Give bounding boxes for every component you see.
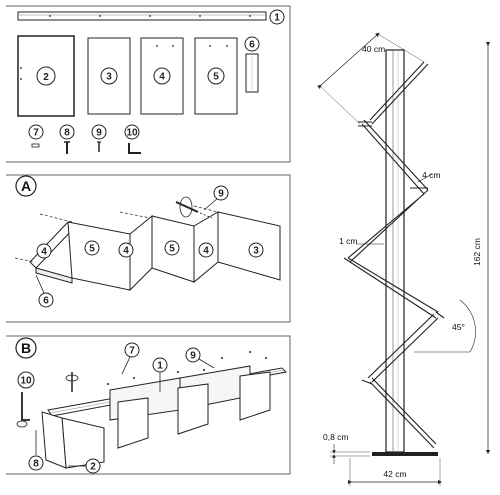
dim-width: 42 cm: [347, 458, 443, 486]
part-8-screw: 8: [59, 124, 75, 154]
dim-width-label: 42 cm: [383, 469, 406, 479]
part-2-back-panel: 2: [17, 35, 75, 117]
step-b-assembly: [41, 365, 288, 469]
dim-shelf-length: 40 cm: [317, 32, 425, 125]
zigzag-shelves: [343, 61, 445, 449]
part-10-allen-key: 10: [124, 124, 141, 154]
step-a-callout-6: 6: [35, 274, 54, 308]
part-7-number: 7: [33, 128, 39, 139]
part-3-shelf-panel: 3: [87, 37, 131, 115]
step-b-callout-9-number: 9: [190, 351, 196, 362]
step-b-callout-10-number: 10: [20, 376, 32, 387]
dim-shelf-length-label: 40 cm: [362, 44, 385, 54]
step-a-panel: A 4 5 4 5 4 3: [6, 174, 291, 323]
dimension-drawing: 40 cm 4 cm 1 cm 162 cm 45°: [317, 32, 491, 486]
part-7-dowel: 7: [28, 124, 44, 148]
parts-list-panel: 1 2 3 4 5: [6, 5, 291, 163]
dim-gap: 1 cm: [339, 236, 384, 246]
part-9-number: 9: [96, 128, 102, 139]
step-b-callout-7: 7: [121, 342, 140, 375]
part-3-number: 3: [106, 72, 112, 83]
base-plate: [372, 452, 438, 456]
step-b-callout-10: 10: [16, 371, 35, 428]
dim-gap-label: 1 cm: [339, 236, 357, 246]
step-b-panel: B 10: [6, 335, 291, 475]
step-b-callout-1: 1: [152, 357, 168, 392]
dim-angle: 45°: [414, 299, 476, 353]
step-a-callout-9-number: 9: [218, 189, 224, 200]
dim-height: 162 cm: [472, 41, 491, 455]
part-2-number: 2: [43, 72, 49, 83]
step-b-badge: [15, 337, 37, 359]
part-5-number: 5: [213, 72, 219, 83]
dim-angle-label: 45°: [452, 322, 465, 332]
part-1-long-bar: 1: [17, 9, 285, 25]
step-b-callout-2: 2: [68, 458, 101, 474]
part-4-number: 4: [159, 72, 165, 83]
step-a-panel-5-second: 5: [169, 244, 175, 255]
step-a-zigzag-assembly: [29, 211, 281, 292]
part-1-badge: [269, 9, 285, 25]
part-8-number: 8: [64, 128, 70, 139]
part-1-number: 1: [274, 13, 280, 24]
part-5-shelf-panel: 5: [194, 37, 238, 115]
step-a-callout-6-number: 6: [43, 296, 49, 307]
step-a-panel-numbers: 4 5 4 5 4 3: [36, 240, 264, 259]
step-a-badge: [15, 175, 37, 197]
step-b-callout-2-number: 2: [90, 462, 96, 473]
step-a-panel-3: 3: [253, 246, 259, 257]
dim-height-label: 162 cm: [472, 238, 482, 266]
step-a-label: A: [21, 178, 31, 194]
central-column: [385, 49, 405, 453]
step-b-callout-8: 8: [28, 430, 44, 471]
step-a-panel-4-second: 4: [123, 246, 129, 257]
step-a-panel-4-third: 4: [203, 246, 209, 257]
part-4-shelf-panel: 4: [140, 37, 184, 115]
step-b-callout-8-number: 8: [33, 459, 39, 470]
step-b-callout-1-number: 1: [157, 361, 163, 372]
step-b-rotate-arrow-icon: [65, 372, 79, 392]
part-6-small-strip: 6: [244, 36, 260, 93]
step-a-panel-5-first: 5: [89, 244, 95, 255]
step-b-callout-7-number: 7: [129, 346, 135, 357]
dim-base-thickness-label: 0,8 cm: [323, 432, 349, 442]
step-a-dashed-guides: [14, 205, 219, 263]
step-a-panel-4-first: 4: [41, 247, 47, 258]
dim-base-thickness: 0,8 cm: [323, 432, 370, 464]
step-b-callout-9: 9: [185, 347, 215, 369]
step-a-callout-9: 9: [175, 185, 229, 219]
step-b-label: B: [21, 340, 31, 356]
part-10-number: 10: [126, 128, 138, 139]
part-9-small-screw: 9: [91, 124, 107, 152]
step-b-hardware-dots: [107, 351, 267, 385]
dim-shelf-thickness-label: 4 cm: [422, 170, 440, 180]
part-6-number: 6: [249, 40, 255, 51]
dim-shelf-thickness: 4 cm: [417, 170, 440, 183]
